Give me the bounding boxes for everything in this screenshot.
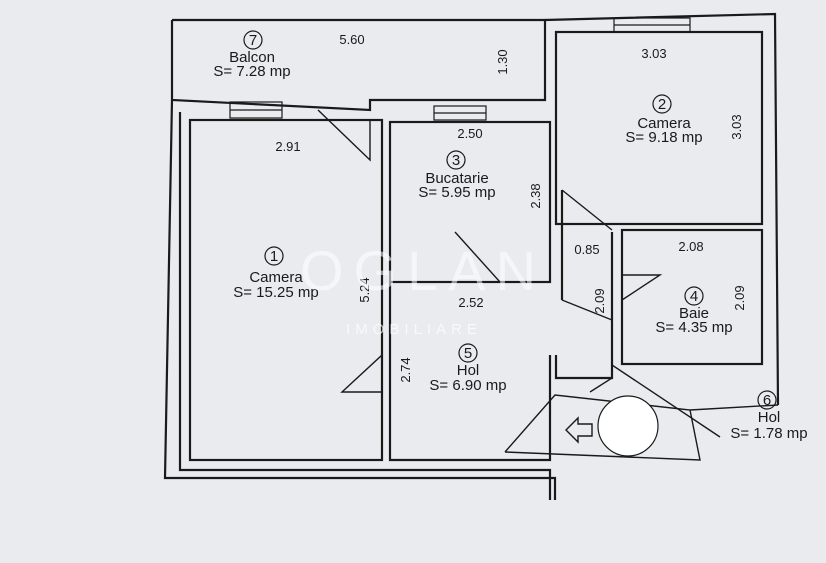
- label-camera-1: 1 Camera S= 15.25 mp: [233, 246, 319, 301]
- room-hol-6: [560, 190, 614, 360]
- label-baie: 4 Baie S= 4.35 mp: [655, 286, 733, 336]
- room-name: Hol: [758, 409, 781, 426]
- room-number: 5: [464, 345, 472, 362]
- dimensions: 5.60 1.30 3.03 3.03 2.50 2.38 2.91 5.24 …: [275, 32, 747, 383]
- room-area: S= 9.18 mp: [625, 129, 702, 146]
- dim-hol6-width: 0.85: [574, 242, 599, 257]
- room-baie: [620, 228, 764, 366]
- label-balcon: 7 Balcon S= 7.28 mp: [213, 30, 291, 80]
- dim-hol6-depth: 2.09: [592, 288, 607, 313]
- room-number: 7: [249, 32, 257, 49]
- room-number: 6: [763, 392, 771, 409]
- room-name: Balcon: [229, 49, 275, 66]
- room-name: Camera: [249, 269, 303, 286]
- dim-hol-width: 2.52: [458, 295, 483, 310]
- dim-balcon-width: 5.60: [339, 32, 364, 47]
- dim-baie-depth: 2.09: [732, 285, 747, 310]
- room-area: S= 5.95 mp: [418, 184, 495, 201]
- dim-bucatarie-width: 2.50: [457, 126, 482, 141]
- entrance-arrow-icon: [565, 416, 593, 444]
- dim-camera1-depth: 5.24: [357, 277, 372, 302]
- dim-balcon-depth: 1.30: [495, 49, 510, 74]
- dim-bucatarie-depth: 2.38: [528, 183, 543, 208]
- room-number: 3: [452, 152, 460, 169]
- dim-baie-width: 2.08: [678, 239, 703, 254]
- dim-camera1-width: 2.91: [275, 139, 300, 154]
- windows: [229, 17, 691, 121]
- label-hol-5: 5 Hol S= 6.90 mp: [429, 343, 507, 394]
- dim-camera2-width: 3.03: [641, 46, 666, 61]
- room-number: 1: [270, 248, 278, 265]
- room-area: S= 4.35 mp: [655, 319, 732, 336]
- room-area: S= 15.25 mp: [233, 284, 318, 301]
- room-name: Hol: [457, 362, 480, 379]
- entrance-door-circle: [597, 395, 659, 457]
- door-swings: [317, 109, 663, 393]
- room-area: S= 7.28 mp: [213, 63, 290, 80]
- entrance: [504, 364, 721, 461]
- room-number: 4: [690, 288, 698, 305]
- watermark-sub: IMOBILIARE: [346, 321, 482, 338]
- dim-camera2-depth: 3.03: [729, 114, 744, 139]
- room-area: S= 6.90 mp: [429, 377, 506, 394]
- watermark: OGLAN IMOBILIARE: [300, 239, 546, 338]
- room-name: Bucatarie: [425, 170, 488, 187]
- room-name: Camera: [637, 115, 691, 132]
- watermark-brand: OGLAN: [300, 239, 546, 302]
- dim-hol-depth: 2.74: [398, 357, 413, 382]
- room-name: Baie: [679, 305, 709, 322]
- room-hol-5: [388, 282, 614, 462]
- label-camera-2: 2 Camera S= 9.18 mp: [625, 94, 703, 146]
- label-bucatarie: 3 Bucatarie S= 5.95 mp: [418, 150, 496, 201]
- label-hol-6: 6 Hol S= 1.78 mp: [730, 390, 808, 442]
- room-camera-1: [188, 118, 384, 462]
- room-number: 2: [658, 96, 666, 113]
- room-area: S= 1.78 mp: [730, 425, 807, 442]
